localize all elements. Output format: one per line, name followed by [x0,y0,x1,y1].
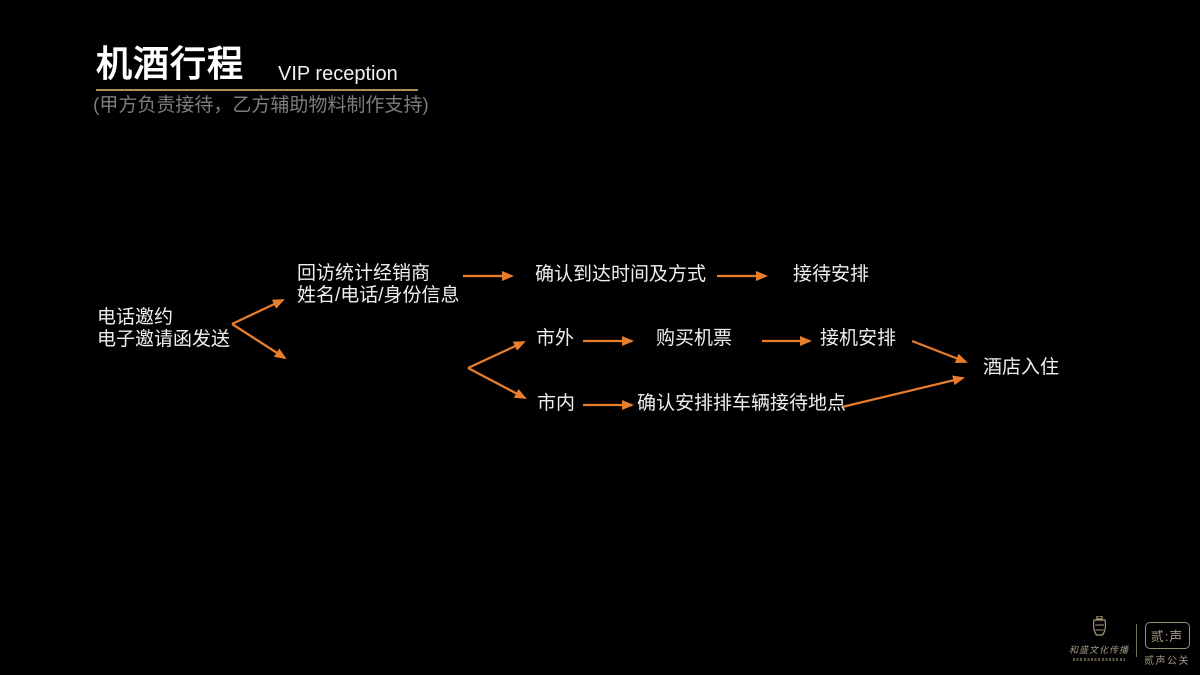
node-phone-invite-line2: 电子邀请函发送 [97,329,231,350]
arrow-invite-to-followup [231,298,285,326]
node-phone-invite: 电话邀约 电子邀请函发送 [97,307,230,351]
node-airport-pickup: 接机安排 [820,328,897,349]
node-confirm-arrival: 确认到达时间及方式 [535,264,707,285]
node-followup-info: 回访统计经销商 姓名/电话/身份信息 [297,263,460,307]
arrow-branch-to-out-of-town [467,340,526,370]
title-underline [96,89,418,91]
arrow-invite-to-branch [231,323,287,360]
node-followup-info-line2: 姓名/电话/身份信息 [297,285,460,306]
node-hotel-checkin: 酒店入住 [983,357,1060,378]
arrow-pickup-to-hotel [911,339,968,364]
arrow-branch-to-in-town [467,367,527,399]
page-title: 机酒行程 [96,43,245,84]
node-followup-info-line1: 回访统计经销商 [297,263,431,284]
node-vehicle-point: 确认安排排车辆接待地点 [637,393,847,414]
arrow-vehicle-to-hotel [841,375,965,409]
node-out-of-town: 市外 [536,328,575,349]
page-title-english: VIP reception [278,63,398,85]
node-buy-ticket: 购买机票 [656,328,733,349]
node-reception-plan: 接待安排 [793,264,870,285]
responsibility-note: (甲方负责接待，乙方辅助物料制作支持) [93,95,429,116]
node-in-town: 市内 [537,393,576,414]
node-phone-invite-line1: 电话邀约 [97,307,174,328]
